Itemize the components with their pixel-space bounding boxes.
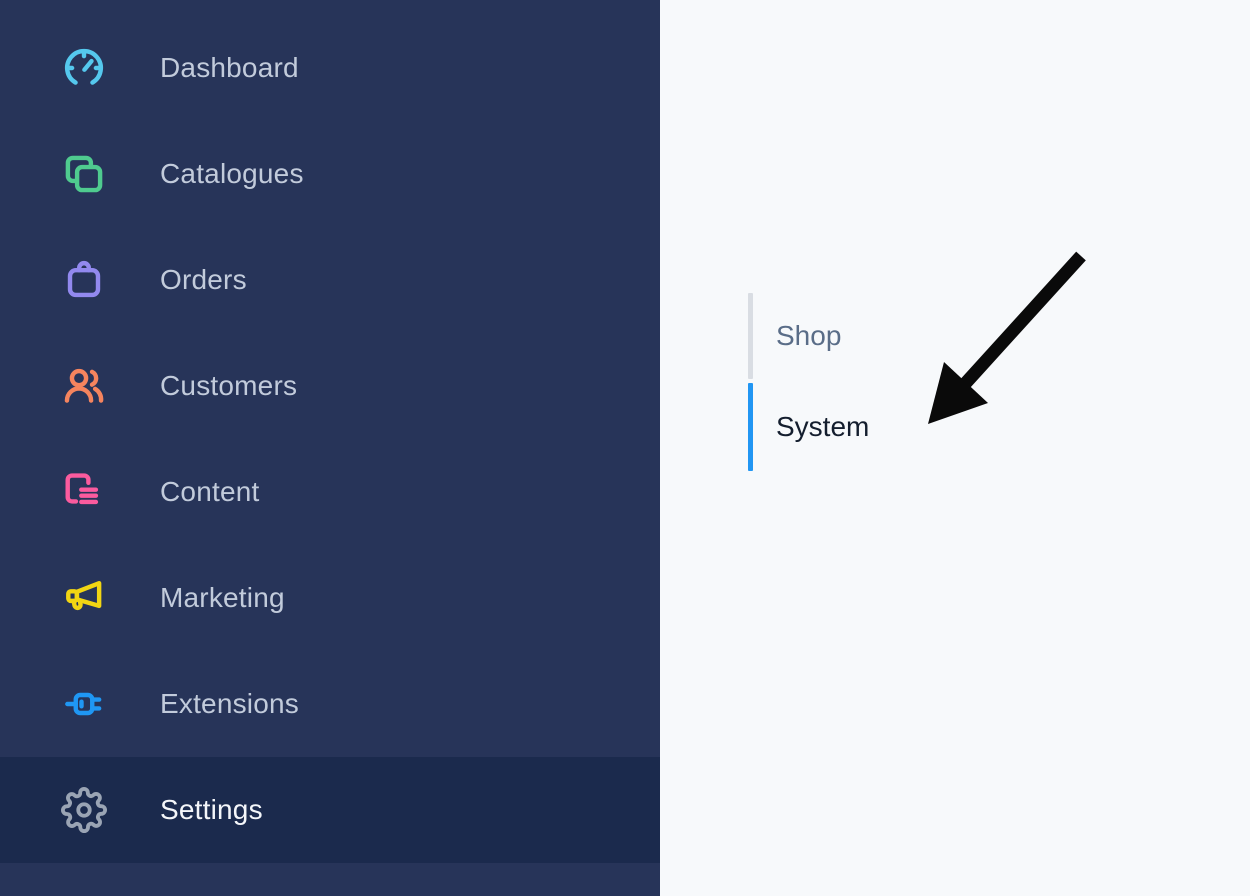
- users-icon: [61, 363, 107, 409]
- settings-panel: Shop System: [660, 0, 1250, 896]
- sidebar-item-label: Catalogues: [160, 158, 304, 189]
- sidebar-item-content[interactable]: Content: [0, 439, 660, 545]
- sidebar-item-label: Orders: [160, 264, 247, 295]
- sidebar-item-orders[interactable]: Orders: [0, 227, 660, 333]
- tab-system[interactable]: System: [748, 383, 869, 471]
- sidebar-item-settings[interactable]: Settings: [0, 757, 660, 863]
- tab-shop[interactable]: Shop: [748, 293, 869, 379]
- plug-icon: [61, 681, 107, 727]
- gauge-icon: [61, 45, 107, 91]
- sidebar-item-label: Dashboard: [160, 52, 299, 83]
- sidebar-item-label: Content: [160, 476, 260, 507]
- sidebar-item-label: Customers: [160, 370, 298, 401]
- settings-tab-list: Shop System: [748, 293, 869, 471]
- gear-icon: [61, 787, 107, 833]
- sidebar-item-catalogues[interactable]: Catalogues: [0, 121, 660, 227]
- sidebar-item-label: Extensions: [160, 688, 299, 719]
- tab-label: Shop: [776, 320, 842, 351]
- sidebar-item-dashboard[interactable]: Dashboard: [0, 15, 660, 121]
- sidebar-item-marketing[interactable]: Marketing: [0, 545, 660, 651]
- tab-indicator: [748, 293, 753, 379]
- megaphone-icon: [61, 575, 107, 621]
- sidebar-item-label: Settings: [160, 794, 263, 825]
- shopping-bag-icon: [61, 257, 107, 303]
- sidebar: Dashboard Catalogues Orders: [0, 0, 660, 896]
- sidebar-item-extensions[interactable]: Extensions: [0, 651, 660, 757]
- catalogues-icon: [61, 151, 107, 197]
- content-icon: [61, 469, 107, 515]
- sidebar-item-label: Marketing: [160, 582, 285, 613]
- tab-label: System: [776, 411, 870, 442]
- sidebar-item-customers[interactable]: Customers: [0, 333, 660, 439]
- tab-indicator: [748, 383, 753, 471]
